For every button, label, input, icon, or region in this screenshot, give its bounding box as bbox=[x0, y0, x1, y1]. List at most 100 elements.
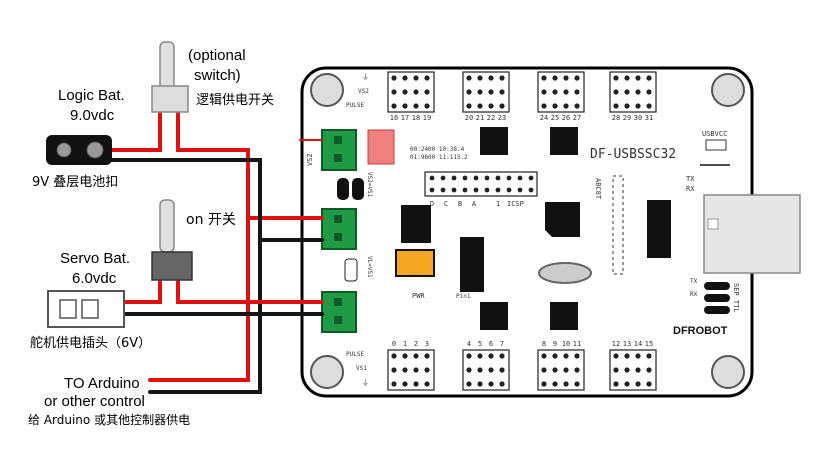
header-pin bbox=[477, 75, 483, 81]
jumper-pin bbox=[440, 175, 446, 181]
header-pin bbox=[499, 353, 505, 359]
header-pin bbox=[424, 353, 430, 359]
header-pin bbox=[477, 381, 483, 387]
header-pin bbox=[466, 353, 472, 359]
pin-number: 5 bbox=[478, 340, 482, 348]
chip-u2 bbox=[550, 127, 578, 155]
jumper-pin bbox=[462, 175, 468, 181]
to-arduino-label-1: TO Arduino bbox=[64, 375, 140, 392]
servo-bat-label-1: Servo Bat. bbox=[60, 250, 130, 267]
header-pin bbox=[488, 381, 494, 387]
row-label-vs1: VS1 bbox=[356, 365, 367, 372]
header-pin bbox=[624, 367, 630, 373]
jumper-letter: B bbox=[458, 200, 462, 208]
header-pin bbox=[563, 103, 569, 109]
chip-u4 bbox=[550, 302, 578, 330]
header-pin bbox=[574, 353, 580, 359]
header-pin bbox=[413, 103, 419, 109]
arduino-black-wire bbox=[148, 238, 262, 394]
servo-red-wire-out bbox=[176, 280, 324, 304]
header-pin bbox=[466, 89, 472, 95]
header-pin bbox=[466, 381, 472, 387]
vl-jumper bbox=[344, 258, 358, 282]
header-pin bbox=[402, 75, 408, 81]
jumper-letter: D bbox=[430, 200, 434, 208]
chip-u3 bbox=[480, 302, 508, 330]
header-pin bbox=[613, 89, 619, 95]
jumper-letter: A bbox=[472, 200, 477, 208]
rx-label-top: RX bbox=[686, 185, 695, 193]
header-pin bbox=[552, 381, 558, 387]
arduino-power-cn-label: 给 Arduino 或其他控制器供电 bbox=[28, 413, 190, 427]
header-pin bbox=[646, 89, 652, 95]
pin-number: 17 bbox=[401, 114, 409, 122]
header-pin bbox=[635, 75, 641, 81]
pin-number: 29 bbox=[623, 114, 631, 122]
pin-number: 15 bbox=[645, 340, 653, 348]
jumper-pin bbox=[484, 187, 490, 193]
mounting-hole bbox=[711, 355, 745, 389]
header-pin bbox=[488, 89, 494, 95]
header-pin bbox=[624, 381, 630, 387]
jumper-pin bbox=[506, 187, 512, 193]
logic-red-wire-out bbox=[176, 110, 324, 220]
header-pin bbox=[552, 75, 558, 81]
header-pin bbox=[499, 367, 505, 373]
header-pin bbox=[646, 353, 652, 359]
jumper-pin bbox=[451, 187, 457, 193]
row-label-pulse-bottom: PULSE bbox=[346, 351, 364, 358]
pin-number: 16 bbox=[390, 114, 398, 122]
header-pin bbox=[613, 75, 619, 81]
servo-bat-label-2: 6.0vdc bbox=[72, 270, 117, 287]
header-pin bbox=[646, 381, 652, 387]
icsp-label: ICSP bbox=[507, 200, 524, 208]
mounting-hole bbox=[310, 355, 344, 389]
battery-clip-9v bbox=[46, 135, 112, 165]
optional-switch-label-2: switch) bbox=[194, 67, 241, 84]
servo-toggle-switch[interactable] bbox=[151, 199, 193, 281]
dip-switch bbox=[367, 129, 395, 165]
sep-ttl-label: SEP TTL bbox=[732, 283, 740, 313]
header-pin bbox=[391, 353, 397, 359]
header-pin bbox=[391, 381, 397, 387]
row-label-pulse-top: PULSE bbox=[346, 102, 364, 109]
logic-bat-label-2: 9.0vdc bbox=[70, 107, 115, 124]
header-pin bbox=[488, 103, 494, 109]
header-pin bbox=[635, 353, 641, 359]
jumper-header bbox=[424, 171, 538, 197]
terminal-vs1 bbox=[321, 291, 357, 333]
header-pin bbox=[613, 381, 619, 387]
pin-number: 23 bbox=[498, 114, 506, 122]
vl-vs1-label: VL=VS1 bbox=[366, 256, 373, 278]
header-pin bbox=[563, 89, 569, 95]
header-pin bbox=[466, 75, 472, 81]
usbvcc-jumper bbox=[705, 139, 727, 151]
pin-number: 24 bbox=[540, 114, 548, 122]
header-pin bbox=[499, 103, 505, 109]
servo-plug-cn-label: 舵机供电插头（6V） bbox=[30, 336, 151, 351]
pin-number: 8 bbox=[542, 340, 546, 348]
header-pin bbox=[488, 353, 494, 359]
jumper-pin bbox=[495, 175, 501, 181]
pin-number: 28 bbox=[612, 114, 620, 122]
row-label-gnd-top: ⏚ bbox=[362, 73, 369, 81]
voltage-regulator bbox=[401, 205, 431, 243]
pin-number: 9 bbox=[553, 340, 557, 348]
header-pin bbox=[541, 381, 547, 387]
pin-number: 6 bbox=[489, 340, 493, 348]
ttl-jumper bbox=[704, 282, 730, 290]
header-pin bbox=[635, 367, 641, 373]
pin-number: 7 bbox=[500, 340, 504, 348]
wires bbox=[106, 110, 324, 394]
logic-toggle-switch[interactable] bbox=[151, 41, 189, 113]
header-pin bbox=[391, 75, 397, 81]
header-pin bbox=[499, 381, 505, 387]
header-pin bbox=[613, 353, 619, 359]
header-pin bbox=[574, 367, 580, 373]
pin-number: 30 bbox=[634, 114, 642, 122]
